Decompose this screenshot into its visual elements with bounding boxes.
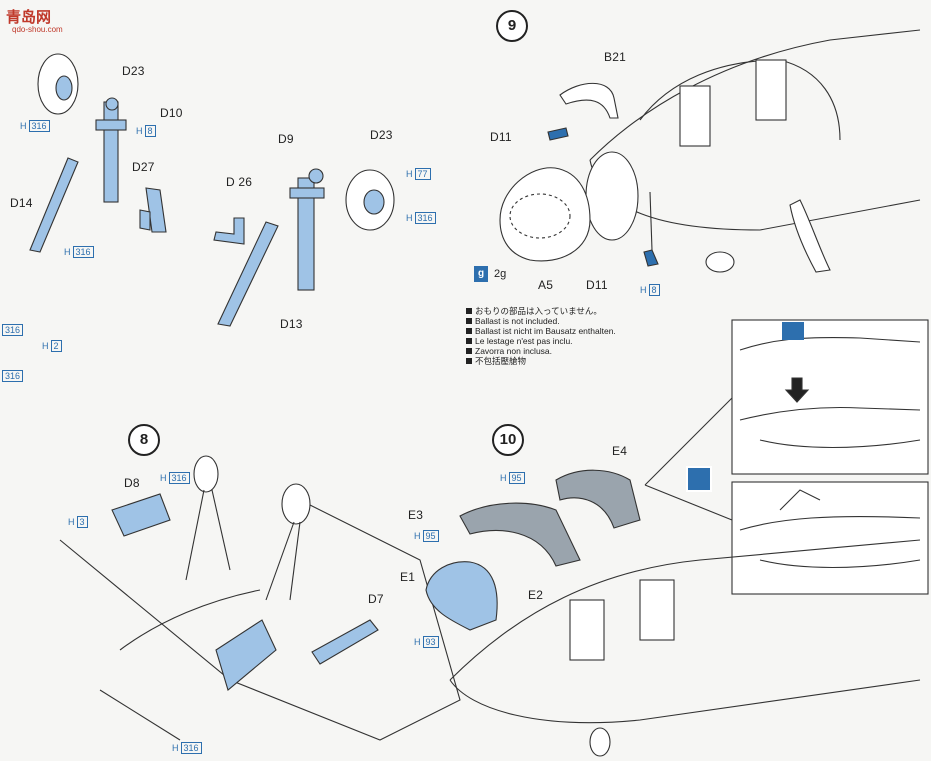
ballast-weight-icon: g xyxy=(474,266,488,282)
watermark-url: qdo-shou.com xyxy=(12,25,63,34)
ballast-note-line: おもりの部品は入っていません。 xyxy=(466,306,616,316)
ballast-note-line: Le lestage n'est pas inclu. xyxy=(466,336,616,346)
panel-d8-drawing xyxy=(111,493,171,537)
part-label: D9 xyxy=(278,132,294,146)
part-label: E1 xyxy=(400,570,416,584)
part-label: D8 xyxy=(124,476,140,490)
part-label: D7 xyxy=(368,592,384,606)
wheel-d23b-drawing xyxy=(345,169,395,231)
part-label: D23 xyxy=(370,128,393,142)
part-label: D27 xyxy=(132,160,155,174)
bracket-d27-drawing xyxy=(139,187,167,233)
fuselage-step10-drawing xyxy=(449,539,921,757)
part-label: D11 xyxy=(586,278,608,292)
part-label: E3 xyxy=(408,508,424,522)
part-label: D14 xyxy=(10,196,33,210)
step-number: 8 xyxy=(128,424,160,456)
paint-code: 316 xyxy=(0,324,24,336)
part-label: D13 xyxy=(280,317,303,331)
step-number: 9 xyxy=(496,10,528,42)
canopy-closed-icon xyxy=(782,322,804,340)
part-d11-drawing xyxy=(547,127,659,267)
fuselage-step9-drawing xyxy=(585,29,921,273)
canopy-open-panel xyxy=(731,481,929,595)
part-label: A5 xyxy=(538,278,554,292)
paint-code: 316 xyxy=(0,370,24,382)
part-b21-drawing xyxy=(559,82,619,119)
ballast-note-line: 不包括壓艙物 xyxy=(466,356,616,366)
part-label: E2 xyxy=(528,588,544,602)
canopy-e3-drawing xyxy=(459,502,581,567)
canopy-closed-panel xyxy=(731,319,929,475)
strut-d13-drawing xyxy=(217,221,279,327)
ballast-note-line: Zavorra non inclusa. xyxy=(466,346,616,356)
part-label: D11 xyxy=(490,130,512,144)
canopy-e1-drawing xyxy=(425,561,498,631)
wing-step8-drawing xyxy=(59,499,461,741)
part-label: D23 xyxy=(122,64,145,78)
strut-d14-drawing xyxy=(29,157,79,253)
step-number: 10 xyxy=(492,424,524,456)
swap-arrows-icon xyxy=(686,466,712,492)
gear-step8-drawing xyxy=(185,455,311,601)
ballast-note: おもりの部品は入っていません。 Ballast is not included.… xyxy=(466,306,616,366)
part-label: D 26 xyxy=(226,175,253,189)
strut-d9-drawing xyxy=(289,168,325,291)
watermark-brand: 青岛网 xyxy=(6,9,52,26)
part-label: D10 xyxy=(160,106,183,120)
ballast-weight: 2g xyxy=(494,268,507,280)
ballast-note-line: Ballast ist nicht im Bausatz enthalten. xyxy=(466,326,616,336)
ballast-note-line: Ballast is not included. xyxy=(466,316,616,326)
strut-d10-drawing xyxy=(95,97,127,203)
part-label: E4 xyxy=(612,444,628,458)
ballast-a5-drawing xyxy=(499,167,591,262)
canopy-e4-drawing xyxy=(555,469,641,529)
wheel-d23-drawing xyxy=(37,53,79,115)
part-label: B21 xyxy=(604,50,626,64)
bracket-d26-drawing xyxy=(213,217,245,245)
